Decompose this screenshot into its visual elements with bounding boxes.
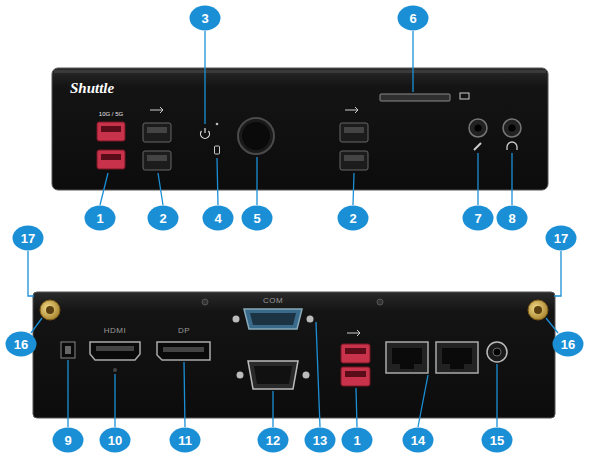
callout-number: 17 (13, 226, 44, 251)
port-label: COM (263, 296, 283, 305)
callout-number: 3 (190, 6, 221, 31)
port-label: HDMI (104, 326, 126, 335)
callout-number: 17 (546, 226, 577, 251)
brand-logo: Shuttle (70, 80, 114, 97)
callout-number: 5 (242, 206, 273, 231)
callout-number: 12 (258, 428, 289, 453)
callout-number: 15 (482, 428, 513, 453)
callout-number: 11 (170, 428, 201, 453)
callout-number: 16 (6, 332, 37, 357)
callout-number: 2 (338, 206, 369, 231)
callout-number: 16 (553, 332, 584, 357)
callout-number: 9 (53, 428, 84, 453)
callout-number: 10 (100, 428, 131, 453)
callout-number: 7 (463, 206, 494, 231)
callout-number: 14 (403, 428, 434, 453)
callout-number: 2 (148, 206, 179, 231)
callout-number: 1 (342, 428, 373, 453)
callout-number: 13 (305, 428, 336, 453)
port-speed-label: 10G / 5G (99, 111, 123, 117)
port-label: DP (178, 326, 190, 335)
callout-number: 1 (85, 206, 116, 231)
callout-number: 8 (497, 206, 528, 231)
callout-number: 6 (398, 6, 429, 31)
callout-number: 4 (203, 206, 234, 231)
